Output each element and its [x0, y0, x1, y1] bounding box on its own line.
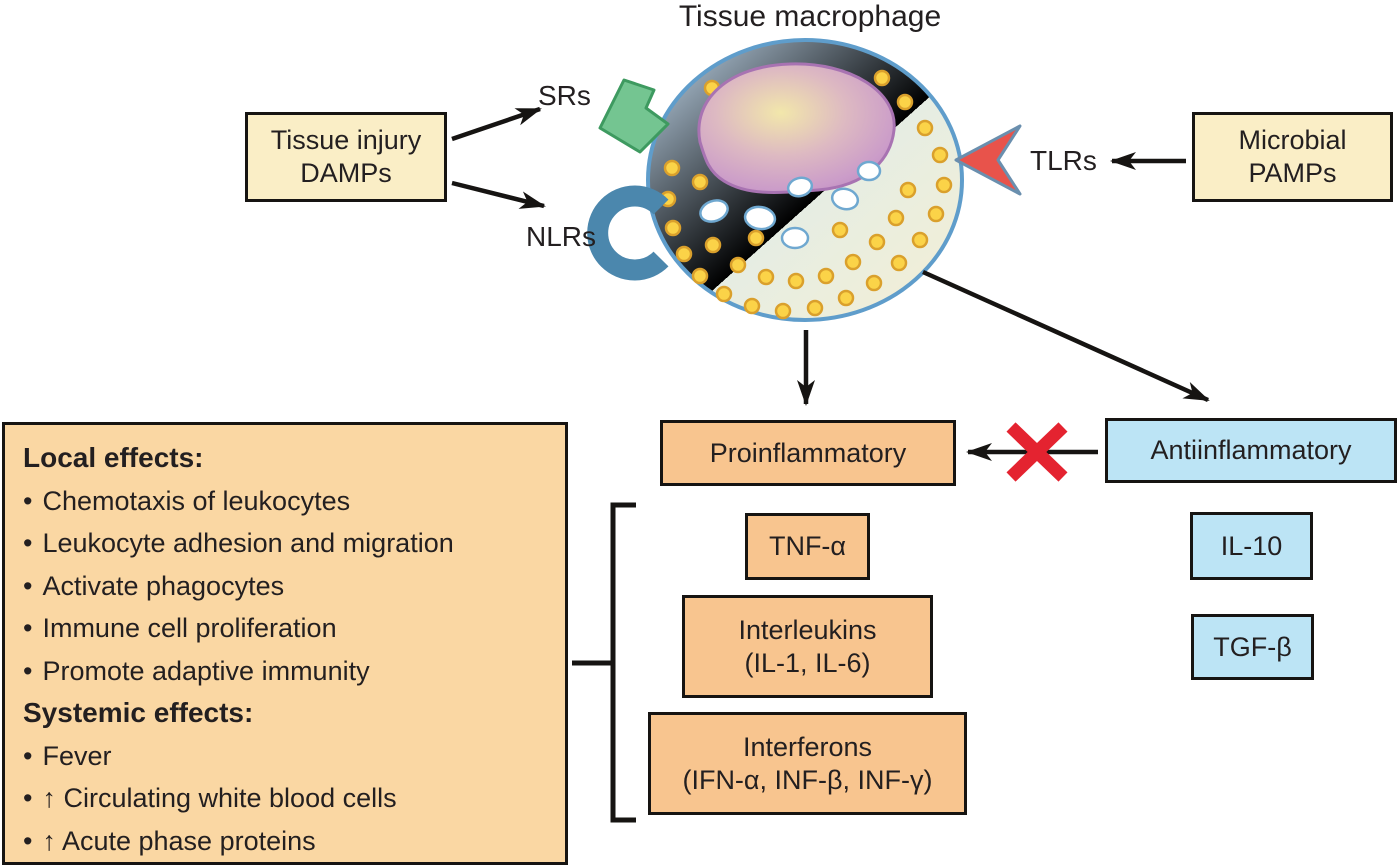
nlrs-label: NLRs [526, 221, 597, 252]
systemic-effect-item: • Fever [23, 735, 557, 778]
local-effect-item: • Immune cell proliferation [23, 607, 557, 650]
microbial-line1: Microbial [1238, 125, 1347, 155]
interleukins-box: Interleukins (IL-1, IL-6) [682, 595, 933, 698]
antiinflammatory-box: Antiinflammatory [1105, 418, 1397, 483]
effect-text: Leukocyte adhesion and migration [42, 528, 454, 558]
local-effects-heading: Local effects: [23, 442, 204, 473]
il10-box: IL-10 [1190, 512, 1313, 580]
interleukins-line2: (IL-1, IL-6) [744, 647, 871, 678]
tnf-alpha-label: TNF-α [768, 531, 847, 561]
local-effect-item: • Chemotaxis of leukocytes [23, 480, 557, 523]
blocked-x-icon [1006, 422, 1068, 482]
tissue-injury-line1: Tissue injury [270, 125, 422, 155]
systemic-effect-item: • ↑ Acute phase proteins [23, 820, 557, 863]
effects-panel: Local effects: • Chemotaxis of leukocytes… [2, 422, 568, 865]
interferons-line1: Interferons [742, 731, 873, 762]
bullet-glyph: • [23, 528, 33, 558]
systemic-effect-item: • ↑ Circulating white blood cells [23, 777, 557, 820]
microbial-line2: PAMPs [1248, 158, 1337, 188]
proinflammatory-label: Proinflammatory [709, 437, 907, 468]
tnf-alpha-box: TNF-α [745, 513, 870, 580]
effect-text: Fever [42, 740, 112, 771]
macrophage-cell-icon [646, 38, 964, 322]
bullet-glyph: • [23, 613, 33, 643]
effect-text: ↑ Acute phase proteins [42, 825, 316, 856]
effect-text: Chemotaxis of leukocytes [42, 485, 351, 516]
bullet-glyph: • [23, 740, 33, 771]
bullet-glyph: • [23, 570, 33, 601]
local-effect-item: • Activate phagocytes [23, 565, 557, 608]
local-effect-item: • Promote adaptive immunity [23, 650, 557, 693]
bullet-glyph: • [23, 655, 33, 686]
tissue-injury-damps-box: Tissue injury DAMPs [245, 112, 447, 202]
tlrs-label: TLRs [1030, 145, 1097, 176]
bullet-glyph: • [23, 825, 33, 856]
interferons-box: Interferons (IFN-α, INF-β, INF-γ) [648, 712, 967, 815]
nucleus [697, 62, 896, 194]
proinflammatory-box: Proinflammatory [660, 420, 956, 486]
effect-text: ↑ Circulating white blood cells [42, 783, 397, 813]
antiinflammatory-label: Antiinflammatory [1150, 435, 1352, 465]
microbial-pamps-box: Microbial PAMPs [1192, 112, 1393, 202]
nlr-receptor-icon [587, 185, 669, 281]
tissue-injury-line2: DAMPs [300, 158, 392, 188]
tgf-beta-box: TGF-β [1191, 614, 1314, 680]
local-effect-item: • Leukocyte adhesion and migration [23, 522, 557, 565]
systemic-effects-heading: Systemic effects: [23, 697, 254, 728]
granule-dots [659, 69, 953, 320]
interferons-line2: (IFN-α, INF-β, INF-γ) [682, 764, 933, 795]
diagram-title: Tissue macrophage [678, 0, 942, 33]
vacuoles [699, 160, 882, 250]
sr-receptor-icon [598, 78, 670, 154]
srs-label: SRs [538, 80, 591, 111]
interleukins-line1: Interleukins [738, 614, 877, 645]
il10-label: IL-10 [1220, 530, 1283, 561]
bullet-glyph: • [23, 485, 33, 516]
effect-text: Immune cell proliferation [42, 613, 337, 643]
effect-text: Activate phagocytes [42, 570, 285, 601]
cytokine-bracket [572, 502, 636, 823]
tlr-receptor-icon [954, 124, 1022, 196]
tgf-beta-label: TGF-β [1213, 631, 1292, 662]
effect-text: Promote adaptive immunity [42, 655, 370, 686]
bullet-glyph: • [23, 783, 33, 813]
